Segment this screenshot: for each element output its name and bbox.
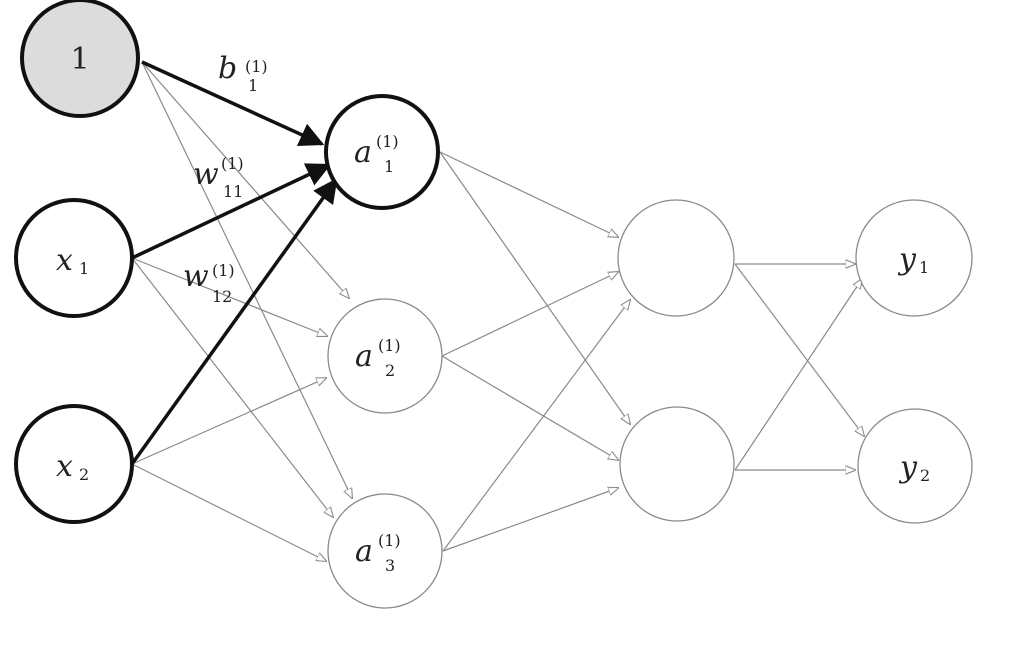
y1-sub: 1 (919, 258, 929, 277)
output-node-y1: y 1 (855, 199, 973, 317)
a1-base: a (354, 135, 372, 170)
edge-h1-y2 (734, 263, 864, 436)
edge-x2-a1 (130, 178, 338, 466)
w11-base: w (193, 157, 219, 192)
edge-x2-a2 (131, 378, 326, 465)
edge-a3-h2 (442, 488, 618, 552)
hidden-layer-2 (617, 199, 735, 522)
input-node-x2: x 2 (14, 404, 134, 524)
b1-sup: (1) (245, 57, 268, 76)
edge-a2-h1 (441, 272, 618, 357)
hidden-node-a1: a (1) 1 (324, 94, 440, 210)
edges-hidden2-to-output (734, 263, 864, 471)
b1-sub: 1 (248, 76, 258, 95)
y1-base: y (897, 242, 917, 277)
bias-node-label: 1 (70, 42, 89, 77)
edge-a1-h1 (439, 151, 618, 237)
x2-base: x (56, 449, 73, 484)
hidden2-node-2 (619, 406, 735, 522)
edge-x1-a3 (131, 257, 333, 517)
edge-label-b1: b (1) 1 (218, 51, 268, 95)
a1-sup: (1) (376, 132, 399, 151)
b1-base: b (218, 51, 237, 86)
bias-node-circle (20, 0, 140, 118)
input-layer: 1 x 1 x 2 (14, 0, 140, 524)
output-node-y2-circle (857, 408, 973, 524)
a3-sup: (1) (378, 531, 401, 550)
edges-hidden1-to-hidden2 (439, 151, 630, 552)
w11-sub: 11 (223, 182, 243, 201)
edges-input-to-hidden1-thin (131, 61, 352, 561)
edge-x2-a3 (131, 463, 326, 561)
edge-x1-a1 (131, 163, 332, 260)
a2-sup: (1) (378, 336, 401, 355)
a2-base: a (355, 339, 373, 374)
hidden-node-a3: a (1) 3 (327, 493, 443, 609)
a2-sub: 2 (385, 361, 395, 380)
edge-a3-h1 (442, 300, 630, 552)
hidden-node-a3-circle (327, 493, 443, 609)
output-node-y1-circle (855, 199, 973, 317)
edge-a1-h2 (439, 151, 630, 424)
output-node-y2: y 2 (857, 408, 973, 524)
output-layer: y 1 y 2 (855, 199, 973, 524)
w12-base: w (183, 259, 209, 294)
edge-bias-a3 (141, 61, 352, 498)
hidden2-node-1 (617, 199, 735, 317)
a3-base: a (355, 534, 373, 569)
input-node-x1: x 1 (14, 198, 134, 318)
edge-bias-a1 (141, 60, 325, 147)
x2-sub: 2 (79, 465, 89, 484)
edge-x1-a2 (131, 257, 327, 336)
bias-node: 1 (20, 0, 140, 118)
hidden-node-a2: a (1) 2 (327, 298, 443, 414)
w12-sup: (1) (212, 261, 235, 280)
edge-a2-h2 (441, 355, 618, 460)
edge-label-w11: w (1) 11 (193, 154, 244, 201)
hidden-node-a1-circle (324, 94, 440, 210)
hidden-layer-1: a (1) 1 a (1) 2 a (1) 3 (324, 94, 443, 609)
edge-h2-y1 (734, 279, 862, 471)
x1-base: x (56, 243, 73, 278)
input-node-x1-circle (14, 198, 134, 318)
edges-to-a1-bold (130, 60, 338, 466)
w11-sup: (1) (221, 154, 244, 173)
y2-sub: 2 (920, 466, 930, 485)
edge-label-w12: w (1) 12 (183, 259, 235, 306)
input-node-x2-circle (14, 404, 134, 524)
hidden-node-a2-circle (327, 298, 443, 414)
y2-base: y (898, 450, 918, 485)
a3-sub: 3 (385, 556, 395, 575)
edge-bias-a2 (141, 61, 349, 298)
x1-sub: 1 (79, 259, 89, 278)
a1-sub: 1 (384, 157, 394, 176)
w12-sub: 12 (212, 287, 232, 306)
